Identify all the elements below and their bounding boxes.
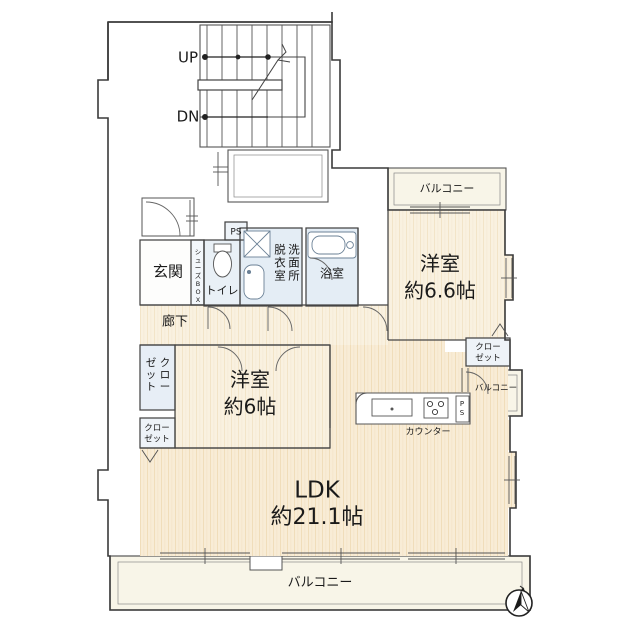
bedroom-66-floor bbox=[388, 210, 513, 340]
door-swings bbox=[141, 257, 509, 463]
svg-text:ロ: ロ bbox=[160, 369, 171, 381]
closet-tall-fill bbox=[139, 344, 176, 411]
shaft-box bbox=[213, 149, 329, 203]
label-ps-kitchen: P S bbox=[460, 400, 465, 417]
kitchen-counter bbox=[355, 392, 471, 425]
svg-text:ゼ: ゼ bbox=[146, 357, 157, 369]
washer-pan bbox=[243, 230, 271, 258]
svg-text:クロー: クロー bbox=[475, 343, 501, 353]
svg-text:洗: 洗 bbox=[288, 243, 300, 257]
toilet-fixture bbox=[213, 243, 232, 278]
label-bedroom-66-area: 約6.6帖 bbox=[404, 279, 476, 303]
label-bedroom-66: 洋室 bbox=[420, 252, 460, 276]
svg-text:ゼット: ゼット bbox=[475, 353, 501, 364]
label-closet-right: クロー ゼット bbox=[475, 343, 501, 364]
label-ldk: LDK bbox=[294, 478, 341, 504]
label-genkan: 玄関 bbox=[153, 263, 183, 281]
svg-text:X: X bbox=[196, 296, 201, 304]
hallway-floor bbox=[140, 305, 358, 345]
svg-text:O: O bbox=[195, 288, 200, 296]
label-bedroom-6-area: 約6帖 bbox=[224, 395, 277, 419]
stair-up-label: UP bbox=[178, 49, 198, 67]
label-closet-low: クロー ゼット bbox=[144, 424, 170, 445]
windows bbox=[160, 202, 520, 564]
svg-text:シ: シ bbox=[195, 248, 202, 256]
label-shoes-box: シ ュ ー ズ B O X bbox=[195, 248, 202, 304]
svg-text:B: B bbox=[196, 280, 200, 288]
label-bedroom-6: 洋室 bbox=[230, 368, 270, 392]
svg-text:ズ: ズ bbox=[195, 271, 202, 280]
label-bathroom: 浴室 bbox=[320, 266, 344, 281]
ps-kitchen-box bbox=[455, 395, 470, 423]
svg-text:ュ: ュ bbox=[195, 256, 202, 264]
label-balcony-bottom: バルコニー bbox=[288, 576, 353, 591]
stair-dn-label: DN bbox=[177, 108, 200, 126]
label-hallway: 廊下 bbox=[162, 314, 188, 330]
svg-text:ー: ー bbox=[195, 264, 202, 272]
svg-text:S: S bbox=[460, 409, 465, 417]
svg-text:ゼット: ゼット bbox=[144, 434, 170, 445]
svg-text:所: 所 bbox=[288, 269, 300, 283]
label-counter: カウンター bbox=[405, 427, 450, 438]
label-balcony-mid: バルコニー bbox=[475, 384, 517, 394]
common-entry-door bbox=[141, 197, 198, 237]
interior-walls bbox=[139, 210, 511, 449]
bedroom-6-floor bbox=[175, 345, 330, 448]
svg-text:室: 室 bbox=[274, 269, 286, 283]
balcony-top bbox=[387, 167, 507, 211]
svg-text:ク: ク bbox=[160, 357, 171, 369]
label-dressing-room: 脱 衣 室 bbox=[274, 243, 286, 283]
balcony-bottom bbox=[109, 555, 531, 611]
label-washroom: 洗 面 所 bbox=[288, 243, 300, 283]
label-closet-tall: ゼ ッ ト ク ロ ー bbox=[146, 357, 171, 393]
stairwell: UP DN bbox=[177, 24, 331, 148]
svg-text:ッ: ッ bbox=[146, 369, 157, 381]
label-ps-upper: PS bbox=[230, 228, 241, 238]
label-ldk-area: 約21.1帖 bbox=[271, 505, 364, 530]
svg-text:クロー: クロー bbox=[144, 424, 170, 434]
label-toilet: トイレ bbox=[206, 284, 239, 297]
bathtub bbox=[307, 231, 357, 259]
building-outline bbox=[97, 12, 531, 611]
svg-text:ト: ト bbox=[146, 381, 157, 393]
label-balcony-top: バルコニー bbox=[420, 182, 475, 195]
svg-text:P: P bbox=[460, 400, 464, 408]
closet-right-fill bbox=[465, 337, 511, 367]
svg-text:脱: 脱 bbox=[274, 243, 286, 257]
compass-north-icon bbox=[505, 585, 533, 617]
svg-text:面: 面 bbox=[288, 256, 300, 270]
svg-text:衣: 衣 bbox=[274, 256, 286, 270]
svg-text:ー: ー bbox=[160, 381, 171, 393]
vanity-sink bbox=[243, 264, 265, 300]
ldk-floor bbox=[140, 428, 516, 556]
